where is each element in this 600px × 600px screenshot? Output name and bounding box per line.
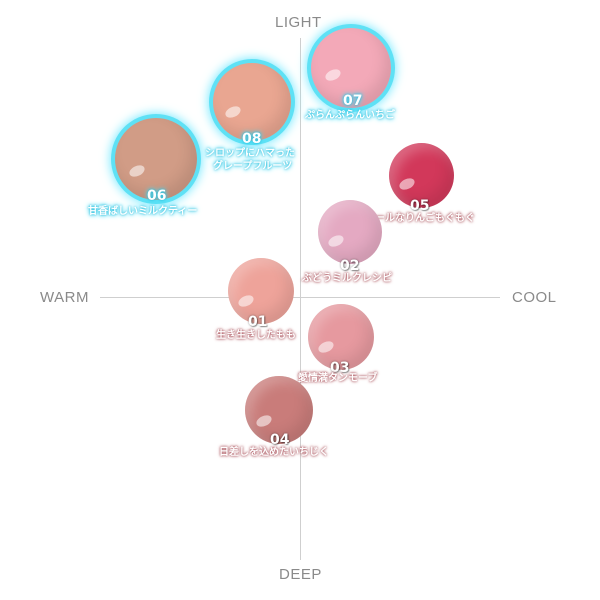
shade-name-07: ぷらんぷらんいちご [305,110,395,121]
axis-label-light: LIGHT [275,14,322,31]
axis-label-warm: WARM [40,289,89,306]
swatch-06 [115,118,197,200]
shade-number-05: 05 [410,198,430,214]
swatch-shine [397,176,417,192]
swatch-02 [318,200,382,264]
swatch-shine [316,339,336,355]
shade-number-07: 07 [343,93,363,109]
shade-number-03: 03 [330,360,350,376]
swatch-07 [311,28,391,108]
vertical-axis-line [300,38,301,560]
swatch-shine [326,233,346,249]
shade-number-02: 02 [340,258,360,274]
shade-name-05: クールなりんごもぐもぐ [365,213,475,224]
swatch-shine [223,104,243,120]
axis-label-cool: COOL [512,289,557,306]
shade-name-08-line2: グレープフルーツ [213,161,293,172]
shade-number-06: 06 [147,188,167,204]
axis-label-deep: DEEP [279,566,322,583]
swatch-shine [254,413,274,429]
swatch-05 [389,143,454,208]
shade-number-04: 04 [270,432,290,448]
shade-name-04: 日差しを込めたいちじく [219,447,329,458]
shade-name-03: 愛情満タンモーブ [298,373,378,384]
swatch-shine [127,163,147,179]
swatch-shine [323,67,343,83]
shade-name-01: 生き生きしたもも [216,330,296,341]
swatch-08 [213,63,291,141]
shade-name-06: 甘香ばしいミルクティー [88,206,198,217]
shade-number-08: 08 [242,131,262,147]
swatch-shine [236,293,256,309]
shade-name-08-line1: シロップにハマった [205,148,295,159]
shade-number-01: 01 [248,314,268,330]
swatch-04 [245,376,313,444]
swatch-01 [228,258,294,324]
horizontal-axis-line [100,297,500,298]
shade-name-02: ぶどうミルクレシピ [302,273,392,284]
swatch-03 [308,304,374,370]
